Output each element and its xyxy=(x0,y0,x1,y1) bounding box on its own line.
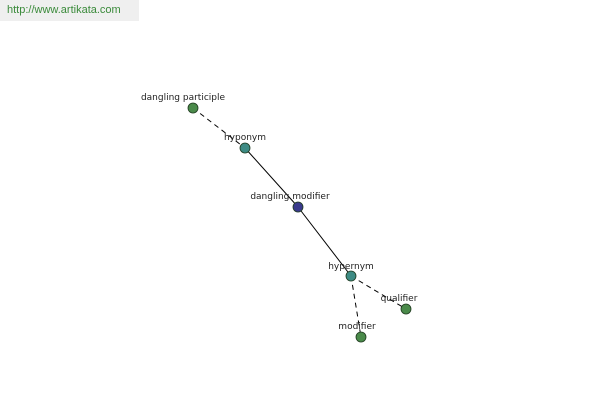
node-label-dangling-modifier[interactable]: dangling modifier xyxy=(250,192,330,202)
node-label-dangling-participle[interactable]: dangling participle xyxy=(141,93,226,103)
node-marker-dangling-participle[interactable] xyxy=(187,102,199,114)
node-dangling-participle[interactable]: dangling participle xyxy=(141,93,226,114)
node-hyponym[interactable]: hyponym xyxy=(224,133,266,154)
node-label-modifier[interactable]: modifier xyxy=(338,322,376,332)
edge-hyponym-to-dangling-modifier xyxy=(244,147,299,208)
node-modifier[interactable]: modifier xyxy=(338,322,376,343)
node-label-hyponym[interactable]: hyponym xyxy=(224,133,266,143)
node-marker-hyponym[interactable] xyxy=(239,142,251,154)
node-label-qualifier[interactable]: qualifier xyxy=(381,294,418,304)
node-marker-hypernym[interactable] xyxy=(345,270,357,282)
source-banner: http://www.artikata.com xyxy=(0,0,139,21)
edge-hypernym-to-qualifier xyxy=(350,275,407,310)
edge-dangling-participle-to-hyponym xyxy=(192,107,246,149)
node-qualifier[interactable]: qualifier xyxy=(381,294,418,315)
node-hypernym[interactable]: hypernym xyxy=(328,262,374,282)
source-url-link[interactable]: http://www.artikata.com xyxy=(7,4,121,16)
node-marker-dangling-modifier[interactable] xyxy=(292,201,304,213)
node-label-hypernym[interactable]: hypernym xyxy=(328,262,374,272)
node-marker-modifier[interactable] xyxy=(355,331,367,343)
edges-layer xyxy=(192,107,407,338)
nodes-layer: dangling participle hyponym dangling modif… xyxy=(141,93,418,343)
edge-dangling-modifier-to-hypernym xyxy=(297,206,352,277)
edge-hypernym-to-modifier xyxy=(350,275,362,338)
node-marker-qualifier[interactable] xyxy=(400,303,412,315)
node-dangling-modifier[interactable]: dangling modifier xyxy=(250,192,330,213)
